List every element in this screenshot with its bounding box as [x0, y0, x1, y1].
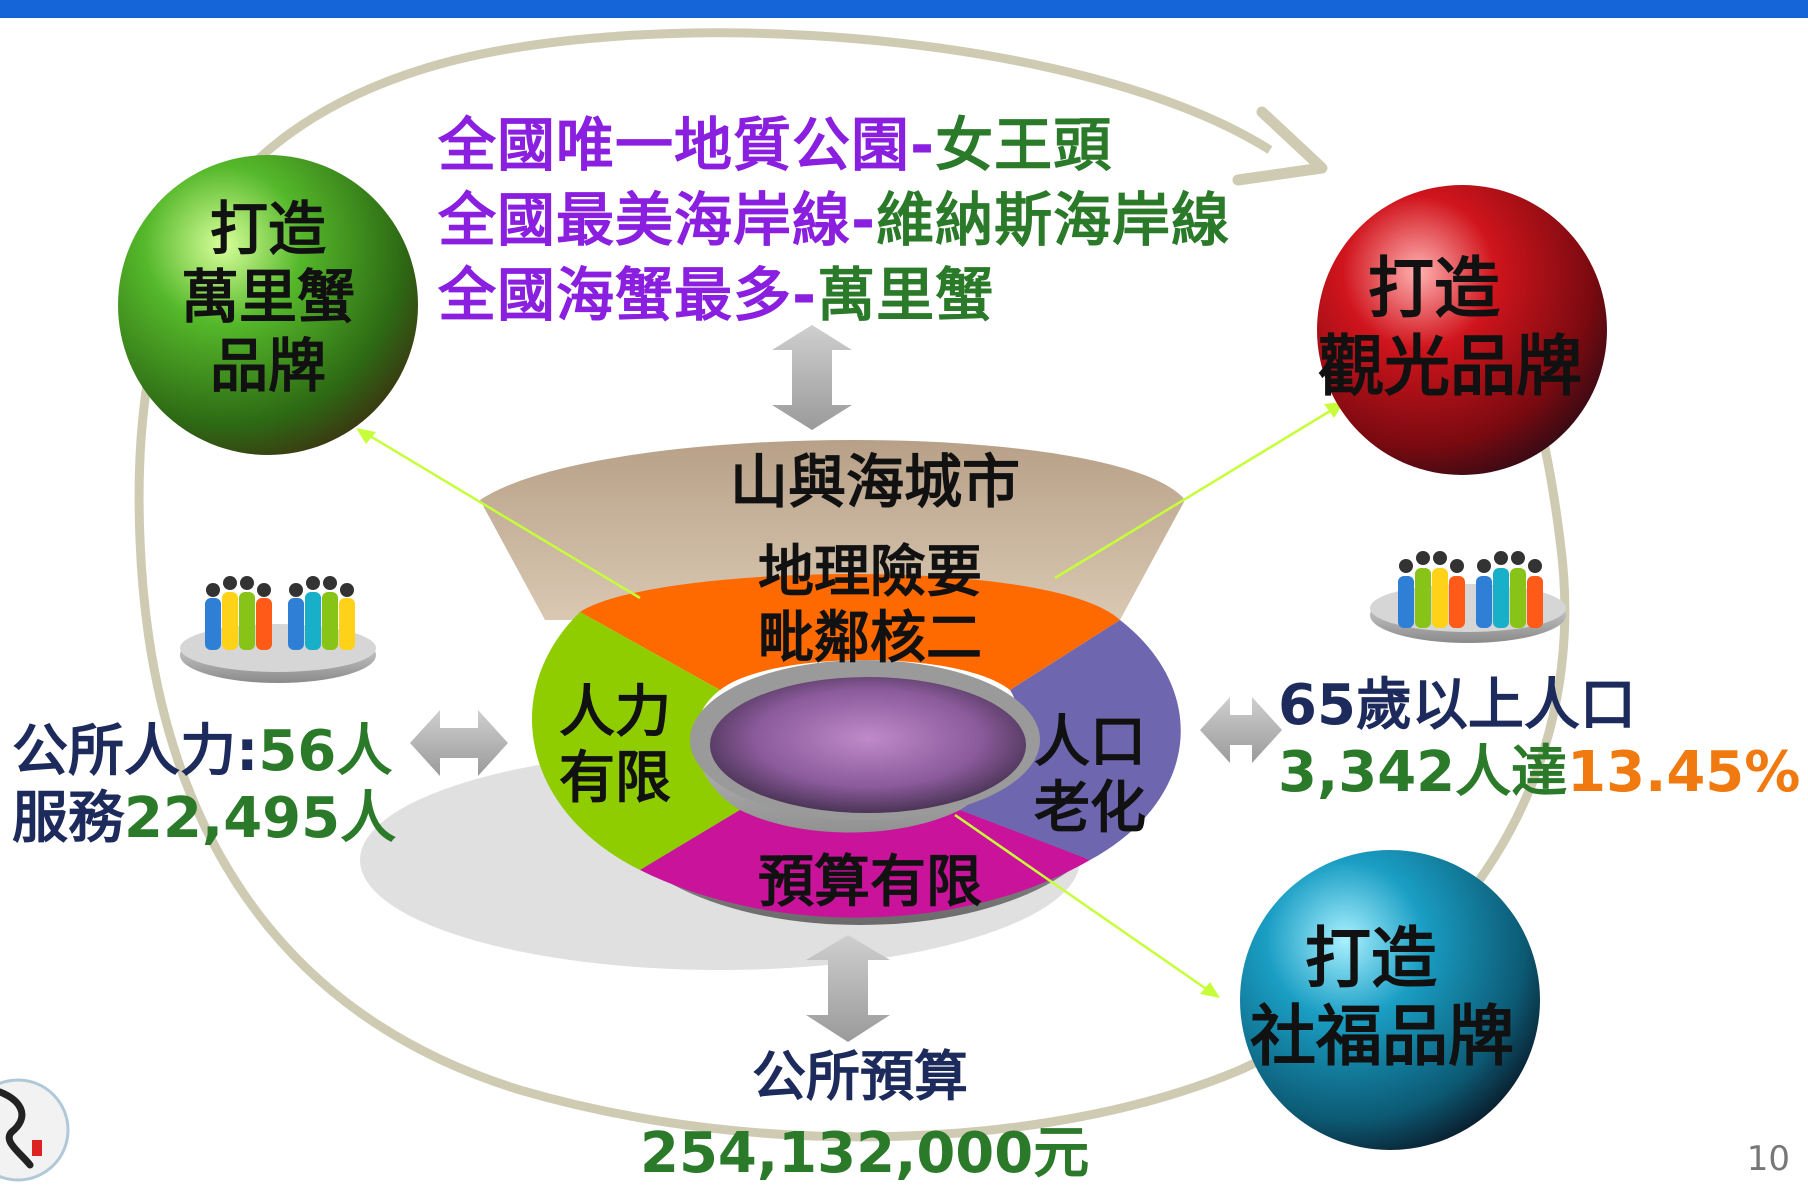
segment-top-label: 地理險要 毗鄰核二	[720, 540, 1020, 672]
headline-geopark-sep: -	[910, 111, 936, 179]
budget-info: 公所預算	[640, 1045, 1080, 1110]
headline-crab-tail: 萬里蟹	[817, 261, 995, 329]
double-arrow-top-icon	[772, 325, 852, 430]
double-arrow-left-icon	[410, 710, 508, 776]
headline-coastline-sep: -	[851, 186, 877, 254]
cycle-ring	[134, 28, 1570, 1142]
served-line: 服務22,495人	[12, 785, 396, 852]
headline-geopark: 全國唯一地質公園-女王頭	[438, 98, 1112, 182]
headline-coastline-main: 全國最美海岸線	[438, 186, 852, 254]
staff-value: 56人	[258, 719, 393, 784]
headline-geopark-main: 全國唯一地質公園	[438, 111, 911, 179]
sphere-tourism-line2: 觀光品牌	[1318, 327, 1582, 405]
segment-top-line2: 毗鄰核二	[758, 606, 982, 672]
headline-coastline: 全國最美海岸線-維納斯海岸線	[438, 173, 1230, 257]
served-label: 服務	[12, 786, 124, 852]
staff-info: 公所人力:56人 服務22,495人	[12, 718, 396, 852]
elderly-percent: 13.45%	[1567, 740, 1801, 806]
budget-value: 254,132,000元	[640, 1121, 1090, 1186]
segment-top	[580, 573, 1120, 690]
elderly-info: 65歲以上人口 3,342人達13.45%	[1278, 672, 1800, 806]
cap-shape	[480, 440, 1185, 620]
staff-label: 公所人力:	[12, 719, 259, 784]
segment-left	[532, 612, 740, 870]
sphere-tourism-brand-label: 打造 觀光品牌	[1318, 250, 1618, 406]
people-group-right-icon	[1370, 551, 1566, 643]
sphere-welfare-line2: 社福品牌	[1250, 997, 1514, 1075]
segment-left-line2: 有限	[559, 746, 671, 812]
page-number: 10	[1746, 1139, 1790, 1179]
headline-geopark-tail: 女王頭	[935, 111, 1113, 179]
segment-right-label: 人口 老化	[1020, 710, 1160, 842]
elderly-value-line: 3,342人達13.45%	[1278, 739, 1800, 806]
elderly-label: 65歲以上人口	[1278, 673, 1636, 738]
sphere-crab-brand-label: 打造 萬里蟹 品牌	[158, 195, 378, 400]
double-arrow-bottom-icon	[806, 935, 890, 1042]
staff-line: 公所人力:56人	[12, 718, 396, 785]
sphere-tourism-line1: 打造	[1368, 250, 1500, 327]
sphere-welfare-brand-label: 打造 社福品牌	[1250, 920, 1550, 1076]
sphere-tourism-brand	[1317, 185, 1607, 475]
segment-right-line2: 老化	[1034, 776, 1146, 842]
segment-left-line1: 人力	[559, 680, 671, 745]
connector-lines	[359, 403, 1341, 997]
cap-label: 山與海城市	[729, 448, 1020, 516]
served-value: 22,495人	[124, 786, 397, 852]
segment-right	[960, 620, 1181, 860]
double-arrow-right-icon	[1200, 697, 1282, 763]
segment-top-line1: 地理險要	[758, 540, 982, 605]
sphere-crab-line1: 打造	[209, 195, 326, 263]
sphere-crab-line2: 萬里蟹	[180, 263, 355, 332]
cycle-arrowhead-icon	[1232, 106, 1328, 186]
segment-right-line1: 人口	[1034, 710, 1146, 775]
sphere-welfare-line1: 打造	[1305, 920, 1437, 997]
headline-crab-sep: -	[792, 261, 818, 329]
logo-seal-icon	[0, 1078, 70, 1182]
segment-left-label: 人力 有限	[545, 680, 685, 812]
sphere-welfare-brand	[1240, 850, 1540, 1150]
connector-arrowhead-left-icon	[356, 428, 376, 444]
title-bar	[0, 0, 1808, 18]
segment-disk	[532, 573, 1181, 918]
headline-crab-main: 全國海蟹最多	[438, 261, 793, 329]
segment-bottom	[640, 810, 1090, 918]
elderly-value: 3,342人達	[1278, 740, 1568, 806]
connector-arrowhead-bottom-icon	[1200, 982, 1220, 998]
budget-label: 公所預算	[752, 1045, 968, 1108]
segment-bottom-label: 預算有限	[758, 850, 982, 915]
inner-hole	[710, 677, 1026, 813]
headline-crab: 全國海蟹最多-萬里蟹	[438, 248, 994, 332]
people-group-left-icon	[180, 576, 376, 683]
headline-coastline-tail: 維納斯海岸線	[876, 186, 1231, 254]
sphere-crab-line3: 品牌	[209, 331, 326, 400]
sphere-crab-brand	[118, 155, 418, 455]
